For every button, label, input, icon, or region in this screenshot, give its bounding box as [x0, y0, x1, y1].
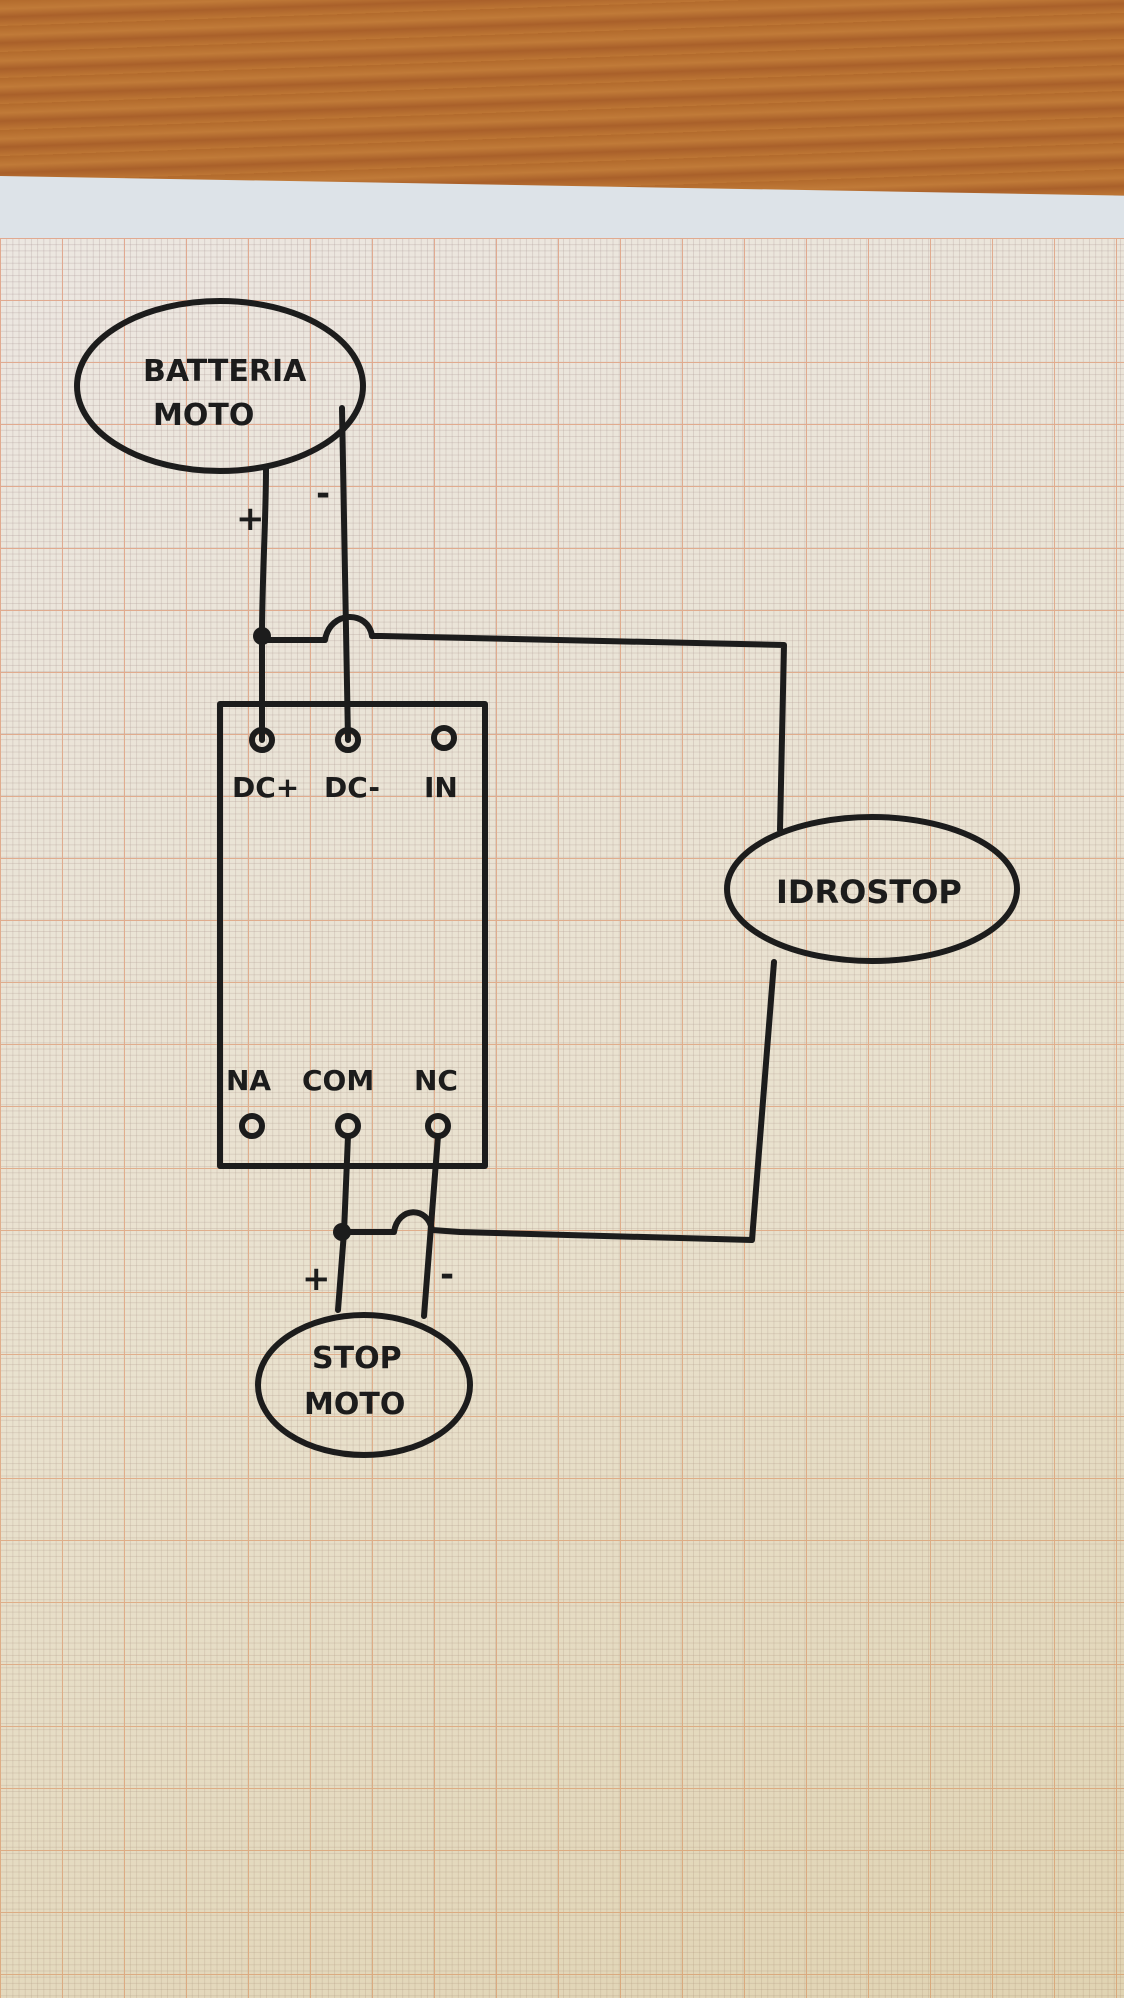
battery-node	[74, 298, 366, 474]
battery-plus-sign: +	[236, 499, 265, 539]
terminal-label-com: COM	[302, 1064, 374, 1097]
wire-idrostop-to-stop	[337, 959, 777, 1243]
terminal-label-dc-plus: DC+	[232, 771, 299, 804]
terminal-dc-minus	[335, 727, 361, 753]
stop-moto-label-line1: STOP	[312, 1341, 402, 1376]
stop-moto-node	[255, 1312, 473, 1458]
junction-stop-plus	[333, 1223, 351, 1241]
paper-shadow	[0, 238, 1124, 1998]
terminal-label-in: IN	[424, 771, 458, 804]
relay-module	[217, 701, 488, 1169]
battery-label-line1: BATTERIA	[143, 354, 307, 389]
stop-minus-sign: -	[440, 1255, 454, 1295]
wire-com-to-stop-plus	[335, 1133, 351, 1313]
graph-paper	[0, 238, 1124, 1998]
wooden-table	[0, 0, 1124, 200]
idrostop-node	[724, 814, 1020, 964]
terminal-label-na: NA	[226, 1064, 271, 1097]
terminal-in	[431, 725, 457, 751]
stop-moto-label-line2: MOTO	[304, 1387, 405, 1422]
wire-top-to-idrostop	[259, 614, 787, 833]
terminal-dc-plus	[249, 727, 275, 753]
battery-minus-sign: -	[316, 474, 330, 514]
terminal-nc	[425, 1113, 451, 1139]
terminal-na	[239, 1113, 265, 1139]
wire-battery-minus	[339, 405, 351, 743]
stop-plus-sign: +	[302, 1259, 331, 1299]
wire-nc-to-stop-minus	[421, 1133, 441, 1319]
terminal-label-nc: NC	[414, 1064, 458, 1097]
idrostop-label: IDROSTOP	[776, 873, 962, 911]
battery-label-line2: MOTO	[153, 398, 254, 433]
terminal-label-dc-minus: DC-	[324, 771, 380, 804]
